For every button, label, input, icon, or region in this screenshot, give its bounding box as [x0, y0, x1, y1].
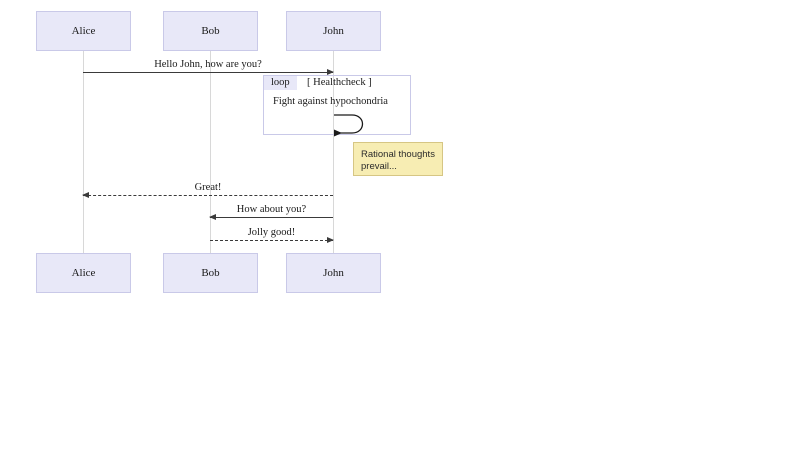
participant-label: Alice [71, 267, 96, 279]
message-line [210, 217, 333, 218]
message-label: Jolly good! [247, 227, 296, 238]
arrowhead-left-icon [82, 191, 89, 198]
participant-alice-bottom[interactable]: Alice [36, 253, 131, 293]
note-rational-thoughts[interactable]: Rational thoughts prevail... [353, 142, 443, 176]
lifeline-john [333, 51, 334, 256]
participant-label: John [323, 25, 344, 37]
self-message-loop-arrow [334, 114, 364, 137]
message-great[interactable]: Great! [82, 182, 333, 198]
participant-john-bottom[interactable]: John [286, 253, 381, 293]
fragment-loop[interactable]: loop [ Healthcheck ] Fight against hypoc… [263, 75, 411, 137]
self-message-label: Fight against hypochondria [273, 96, 388, 107]
participant-label: John [323, 267, 344, 279]
participant-alice-top[interactable]: Alice [36, 11, 131, 51]
message-label: Hello John, how are you? [154, 59, 262, 70]
fragment-operator-label: loop [264, 76, 297, 90]
note-line-1: Rational thoughts [361, 149, 435, 160]
message-jolly-good[interactable]: Jolly good! [210, 227, 334, 243]
arrowhead-right-icon [327, 236, 334, 243]
arrowhead-left-icon [209, 213, 216, 220]
message-line [83, 72, 333, 73]
arrowhead-right-icon [327, 68, 334, 75]
fragment-guard-label: [ Healthcheck ] [307, 77, 372, 88]
participant-bob-top[interactable]: Bob [163, 11, 258, 51]
message-label: How about you? [236, 204, 307, 215]
participant-label: Alice [71, 25, 96, 37]
participant-label: Bob [201, 267, 220, 279]
lifeline-alice [83, 51, 84, 256]
message-how-about-you[interactable]: How about you? [209, 204, 333, 220]
message-hello-john[interactable]: Hello John, how are you? [83, 59, 334, 75]
participant-label: Bob [201, 25, 220, 37]
message-line [210, 240, 333, 241]
participant-john-top[interactable]: John [286, 11, 381, 51]
message-line [83, 195, 333, 196]
message-label: Great! [194, 182, 222, 193]
note-line-2: prevail... [361, 160, 397, 172]
lifeline-bob [210, 51, 211, 256]
participant-bob-bottom[interactable]: Bob [163, 253, 258, 293]
